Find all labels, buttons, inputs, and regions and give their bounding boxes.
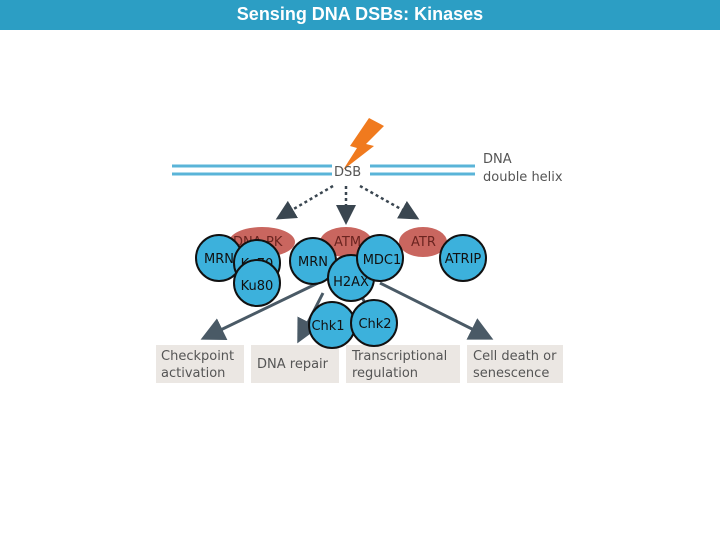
bubble-atrip: ATRIP [439,234,487,282]
slide-title: Sensing DNA DSBs: Kinases [236,4,484,24]
svg-text:regulation: regulation [352,366,418,381]
svg-text:MDC1: MDC1 [363,253,402,268]
bubble-mrn-left: MRN [195,234,243,282]
svg-text:DNA repair: DNA repair [257,357,329,372]
svg-text:MRN: MRN [204,252,234,267]
helix-label-line1: DNA [483,152,512,167]
dsb-signal-arrows [275,184,420,225]
atr-kinase: ATR [399,227,447,257]
svg-text:Chk1: Chk1 [311,319,344,334]
svg-text:Cell death or: Cell death or [473,349,557,364]
svg-text:ATR: ATR [411,235,436,250]
dsb-label: DSB [334,165,361,180]
bubble-mdc1: MDC1 [356,234,404,282]
dna-double-helix [172,164,475,176]
svg-text:ATRIP: ATRIP [445,252,482,267]
arrow-to-atr [359,184,420,220]
outcome-dna-repair: DNA repair [251,345,339,383]
helix-label-line2: double helix [483,170,563,185]
svg-text:ATM: ATM [334,235,361,250]
svg-text:H2AX: H2AX [333,275,369,290]
outcome-cell-death-or-senescence: Cell death or senescence [467,345,563,383]
svg-text:Transcriptional: Transcriptional [351,349,447,364]
svg-text:Chk2: Chk2 [358,317,391,332]
svg-text:MRN: MRN [298,255,328,270]
svg-text:senescence: senescence [473,366,549,381]
title-bar [0,0,720,30]
arrow-to-checkpoint [200,281,319,340]
arrow-to-cell-death [379,281,494,340]
outcome-checkpoint-activation: Checkpoint activation [156,345,244,383]
bubble-chk2: Chk2 [350,299,398,347]
outcome-transcriptional-regulation: Transcriptional regulation [346,345,460,383]
svg-text:Ku80: Ku80 [241,279,274,294]
bubble-chk1: Chk1 [308,301,356,349]
bubble-ku80: Ku80 [233,259,281,307]
svg-text:activation: activation [161,366,225,381]
svg-text:Checkpoint: Checkpoint [161,349,234,364]
arrow-to-dnapk [275,184,334,220]
lightning-bolt-icon [343,118,384,170]
